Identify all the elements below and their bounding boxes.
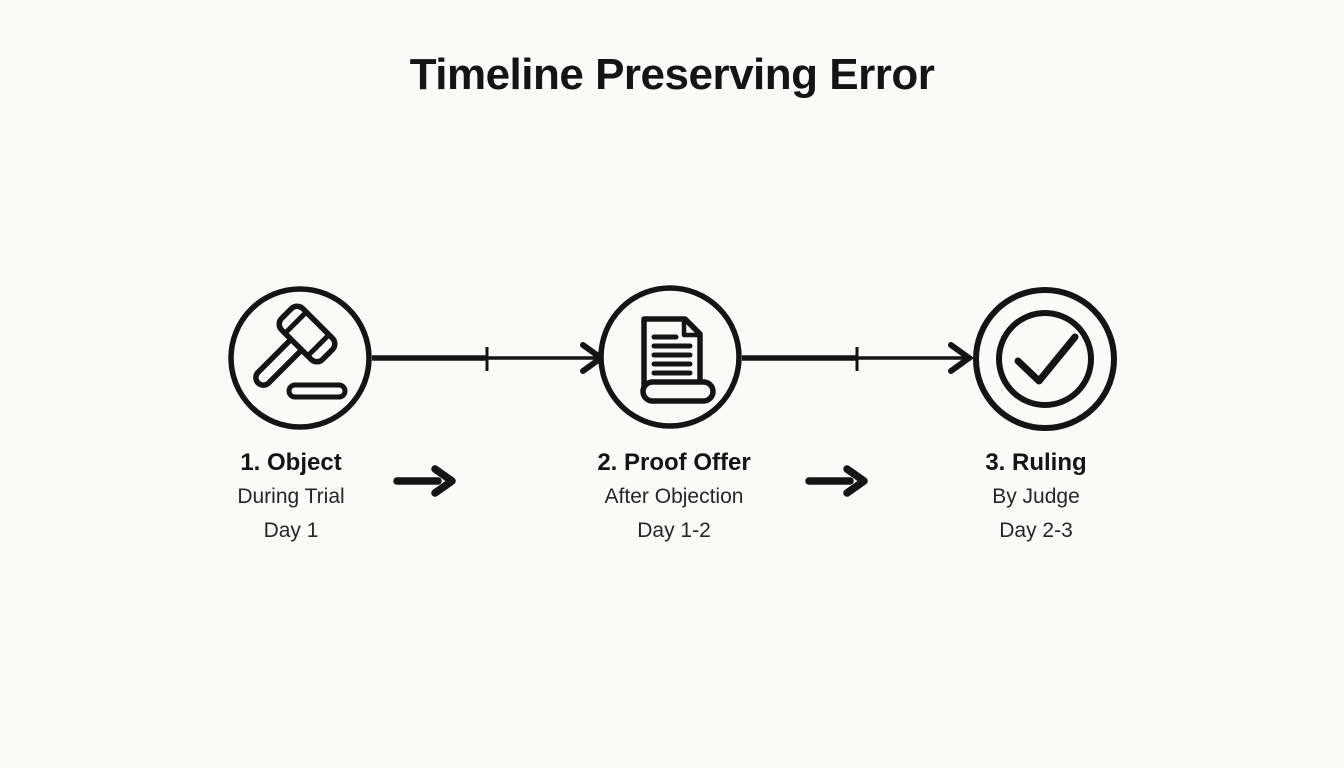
step-node-ruling	[973, 287, 1117, 431]
label-arrow-2	[805, 465, 868, 497]
step-title: 2. Proof Offer	[597, 449, 751, 476]
step-subtitle: During Trial	[237, 485, 345, 508]
gavel-icon	[253, 303, 348, 400]
diagram-title: Timeline Preserving Error	[409, 50, 935, 99]
arrowhead-icon	[948, 342, 975, 374]
step-subtitle: After Objection	[604, 485, 744, 508]
connector-arrow-1	[372, 342, 607, 374]
step-label-ruling: 3. Ruling By Judge Day 2-3	[916, 446, 1156, 548]
step-node-proof-offer	[598, 285, 742, 429]
step-day: Day 1-2	[637, 519, 711, 542]
step-label-object: 1. Object During Trial Day 1	[171, 446, 411, 548]
connector-arrow-2	[742, 342, 975, 374]
label-arrow-1	[393, 465, 456, 497]
step-day: Day 1	[263, 519, 319, 542]
step-title: 3. Ruling	[985, 449, 1087, 476]
step-label-proof-offer: 2. Proof Offer After Objection Day 1-2	[554, 446, 794, 548]
check-circle-icon	[996, 310, 1094, 408]
step-title: 1. Object	[240, 449, 342, 476]
step-day: Day 2-3	[999, 519, 1073, 542]
document-icon	[640, 316, 716, 404]
step-node-object	[228, 286, 372, 430]
step-subtitle: By Judge	[992, 485, 1080, 508]
